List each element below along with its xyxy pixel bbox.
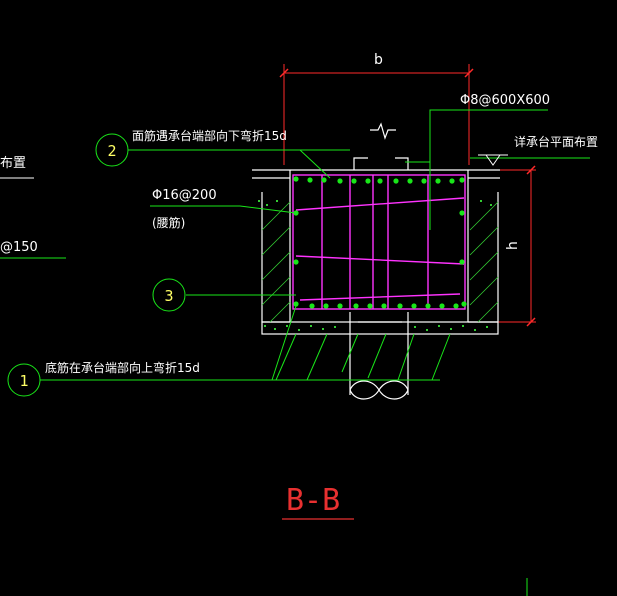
- top-bar: [351, 178, 357, 184]
- left-fragment-label-1: 布置: [0, 156, 26, 171]
- callout-2: 2: [95, 133, 129, 167]
- bottom-bar: [461, 301, 467, 307]
- stirrup-spec: Φ8@600X600: [460, 93, 550, 108]
- dimension-b-tick-right: [464, 68, 474, 78]
- top-bar: [421, 178, 427, 184]
- top-bar: [377, 178, 383, 184]
- side-bar: [293, 259, 299, 265]
- side-bar-spec: Φ16@200: [152, 188, 217, 203]
- callout-3-circle: [152, 278, 186, 312]
- dimension-b-tick-left: [279, 68, 289, 78]
- bottom-bar: [337, 303, 343, 309]
- elevation-marker: [478, 154, 508, 166]
- top-bar: [393, 178, 399, 184]
- top-bar: [365, 178, 371, 184]
- callout-1-circle: [7, 363, 41, 397]
- soil-hatch: [275, 333, 451, 381]
- right-note: 详承台平面布置: [514, 134, 598, 149]
- callout-3: 3: [152, 278, 186, 312]
- pile-break-line-2: [349, 380, 409, 400]
- side-bar: [459, 259, 465, 265]
- top-bar: [321, 177, 327, 183]
- section-title: B-B: [286, 483, 340, 518]
- bottom-note: 底筋在承台端部向上弯折15d: [45, 360, 200, 375]
- top-bar: [407, 178, 413, 184]
- top-notch-right: [395, 157, 409, 170]
- top-bar: [459, 177, 465, 183]
- callout-1-number: 1: [19, 372, 28, 390]
- bottom-bar: [397, 303, 403, 309]
- bottom-bar: [367, 303, 373, 309]
- top-notch-left: [353, 157, 368, 170]
- bottom-bar: [439, 303, 445, 309]
- callout-3-number: 3: [164, 287, 173, 305]
- outer-stirrup: [292, 174, 466, 310]
- top-bar: [435, 178, 441, 184]
- tie-bar-1: [295, 197, 465, 211]
- top-bar: [293, 176, 299, 182]
- top-bar: [307, 177, 313, 183]
- dimension-h-tick-bottom: [526, 317, 536, 327]
- bottom-bar: [425, 303, 431, 309]
- blinding-hatch: [258, 200, 492, 331]
- callout-1: 1: [7, 363, 41, 397]
- side-bar: [459, 210, 465, 216]
- dimension-b: b: [279, 52, 474, 165]
- dimension-h-label: h: [505, 241, 521, 250]
- callout-2-number: 2: [107, 142, 116, 160]
- bottom-bar: [293, 301, 299, 307]
- bottom-bar: [381, 303, 387, 309]
- bottom-bar: [323, 303, 329, 309]
- tie-bar-2: [295, 255, 465, 265]
- bottom-bar: [353, 303, 359, 309]
- tie-bar-3: [299, 293, 461, 301]
- callout-2-circle: [95, 133, 129, 167]
- side-bar-note: (腰筋): [152, 215, 185, 230]
- top-note: 面筋遇承台端部向下弯折15d: [132, 128, 287, 143]
- dimension-b-label: b: [374, 52, 383, 68]
- top-bar: [337, 178, 343, 184]
- top-bar: [449, 178, 455, 184]
- bottom-bar: [453, 303, 459, 309]
- break-mark-top: [370, 122, 396, 140]
- leader-stirrup-spec: [429, 109, 548, 230]
- left-fragment-group: 布置 @150: [0, 156, 66, 259]
- rebar-cage: [292, 174, 466, 310]
- left-fragment-label-2: @150: [0, 240, 38, 255]
- wall-hatch: [261, 201, 499, 323]
- dimension-h-tick-top: [526, 165, 536, 175]
- dimension-h: h: [470, 165, 536, 327]
- leader-side-bar: [150, 205, 297, 214]
- bottom-bar: [309, 303, 315, 309]
- rebar-bars: [293, 176, 467, 309]
- leaders: [40, 109, 590, 596]
- bottom-bar: [411, 303, 417, 309]
